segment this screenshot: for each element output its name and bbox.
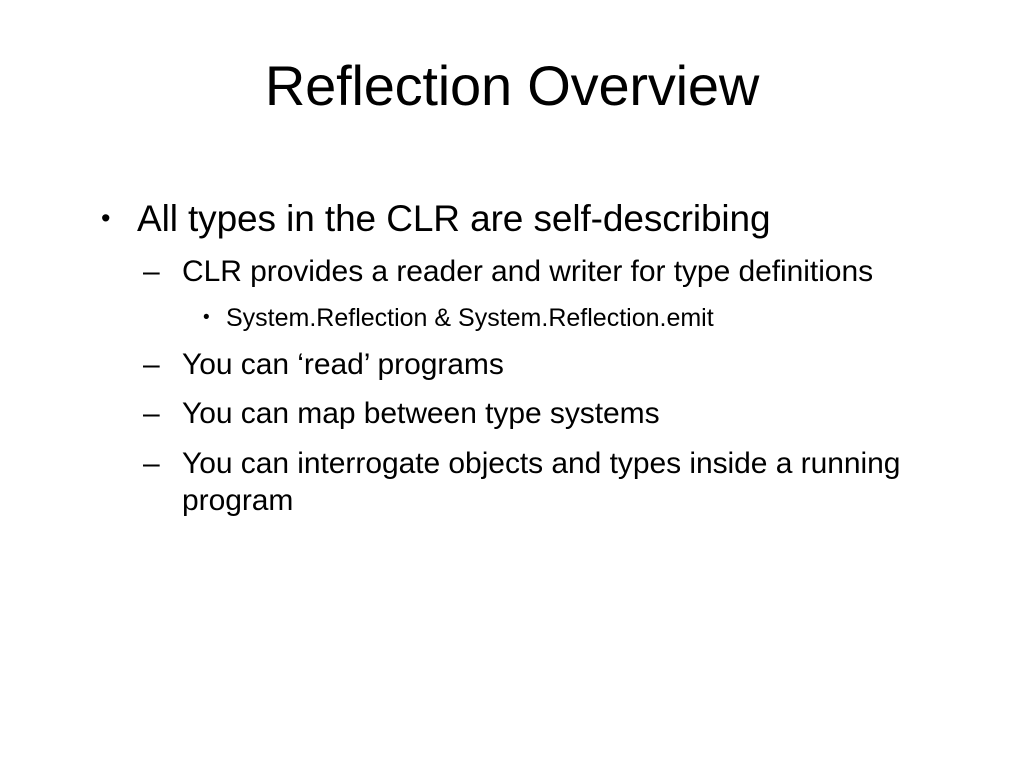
list-item-label: System.Reflection & System.Reflection.em… bbox=[226, 303, 714, 332]
bullet-dash-icon: – bbox=[143, 446, 160, 480]
list-item: – You can map between type systems bbox=[0, 395, 1024, 433]
bullet-dot-icon: • bbox=[101, 203, 111, 233]
list-item: – You can interrogate objects and types … bbox=[0, 445, 1024, 520]
list-item: – CLR provides a reader and writer for t… bbox=[0, 253, 1024, 291]
slide-body-outline: • All types in the CLR are self-describi… bbox=[0, 196, 1024, 520]
bullet-dash-icon: – bbox=[143, 347, 160, 381]
bullet-dash-icon: – bbox=[143, 397, 160, 431]
bullet-dot-icon: • bbox=[203, 306, 210, 328]
list-item: – You can ‘read’ programs bbox=[0, 346, 1024, 384]
page-title: Reflection Overview bbox=[264, 54, 760, 117]
list-item-label: All types in the CLR are self-describing bbox=[137, 198, 771, 239]
list-item-label: You can interrogate objects and types in… bbox=[182, 446, 901, 518]
list-item-label: You can map between type systems bbox=[182, 397, 660, 431]
list-item-label: You can ‘read’ programs bbox=[182, 347, 504, 381]
list-item: • System.Reflection & System.Reflection.… bbox=[0, 303, 1024, 334]
list-item-label: CLR provides a reader and writer for typ… bbox=[182, 255, 874, 289]
bullet-dash-icon: – bbox=[143, 255, 160, 289]
list-item: • All types in the CLR are self-describi… bbox=[0, 196, 1024, 241]
